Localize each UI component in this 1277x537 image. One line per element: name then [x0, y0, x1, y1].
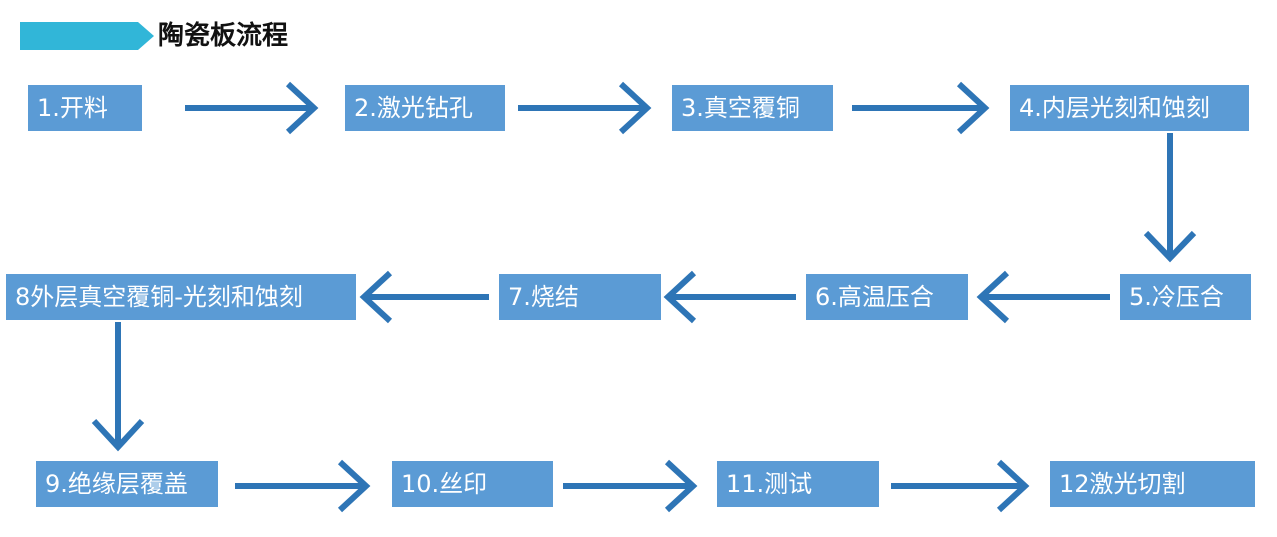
step-6-high-temp-pressing: 6.高温压合	[806, 274, 968, 320]
step-5-cold-pressing: 5.冷压合	[1120, 274, 1251, 320]
page-title: 陶瓷板流程	[158, 21, 289, 51]
arrow-1-to-2	[185, 81, 319, 135]
arrow-10-to-11	[563, 459, 698, 513]
step-7-sintering: 7.烧结	[499, 274, 661, 320]
step-10-screen-printing: 10.丝印	[392, 461, 553, 507]
arrow-5-to-6	[976, 270, 1110, 324]
arrow-11-to-12	[891, 459, 1030, 513]
step-1-cutting: 1.开料	[28, 85, 142, 131]
arrow-6-to-7	[663, 270, 796, 324]
step-2-laser-drilling: 2.激光钻孔	[345, 85, 505, 131]
arrow-8-to-9	[91, 322, 145, 452]
step-9-insulation-layer: 9.绝缘层覆盖	[36, 461, 218, 507]
step-8-outer-layer-process: 8外层真空覆铜-光刻和蚀刻	[6, 274, 356, 320]
arrow-4-to-5	[1143, 133, 1197, 263]
arrow-7-to-8	[359, 270, 489, 324]
arrow-9-to-10	[235, 459, 371, 513]
arrow-3-to-4	[852, 81, 990, 135]
title-accent-bar	[20, 22, 154, 50]
step-12-laser-cutting: 12激光切割	[1050, 461, 1255, 507]
step-4-inner-layer-lithography-etching: 4.内层光刻和蚀刻	[1010, 85, 1249, 131]
arrow-2-to-3	[518, 81, 652, 135]
step-11-testing: 11.测试	[717, 461, 879, 507]
step-3-vacuum-copper-cladding: 3.真空覆铜	[672, 85, 833, 131]
